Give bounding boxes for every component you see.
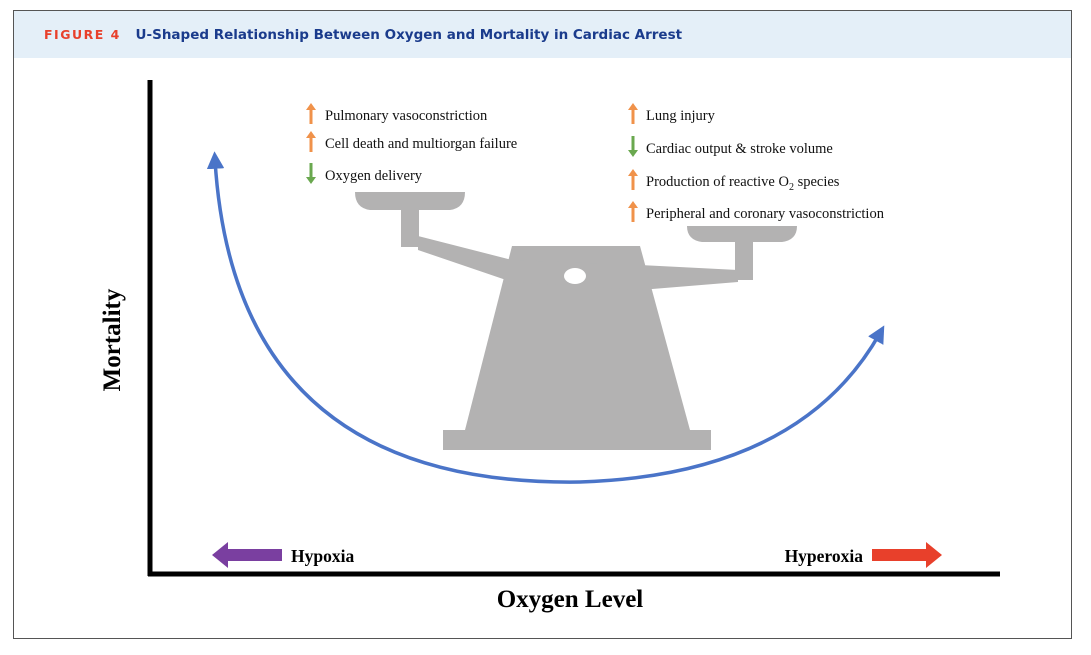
effect-label: Oxygen delivery	[325, 168, 423, 184]
effect-label: Pulmonary vasoconstriction	[325, 108, 488, 124]
increase-arrow-icon	[628, 169, 638, 190]
increase-arrow-icon	[306, 131, 316, 152]
scale-right-pan	[687, 226, 797, 242]
increase-arrow-icon	[628, 201, 638, 222]
effect-label: Production of reactive O2 species	[646, 174, 840, 193]
hypoxia-label: Hypoxia	[291, 546, 354, 566]
increase-arrow-icon	[306, 103, 316, 124]
hyperoxia-label: Hyperoxia	[785, 546, 864, 566]
x-axis-label: Oxygen Level	[497, 586, 644, 613]
decrease-arrow-icon	[628, 136, 638, 157]
effect-label: Lung injury	[646, 108, 716, 124]
effect-label: Cell death and multiorgan failure	[325, 136, 517, 152]
figure-label: FIGURE 4	[44, 27, 121, 42]
figure-title: U-Shaped Relationship Between Oxygen and…	[135, 27, 683, 43]
hypoxia-arrow-icon	[212, 542, 282, 568]
effect-label: Peripheral and coronary vasoconstriction	[646, 206, 885, 222]
scale-base	[443, 430, 711, 450]
balance-scale	[355, 192, 797, 450]
scale-right-stem	[735, 238, 753, 280]
effect-label: Cardiac output & stroke volume	[646, 141, 833, 157]
hyperoxia-arrow-icon	[872, 542, 942, 568]
scale-pivot-hole	[564, 268, 586, 284]
u-shaped-curve	[206, 151, 885, 484]
decrease-arrow-icon	[306, 163, 316, 184]
increase-arrow-icon	[628, 103, 638, 124]
figure-frame: FIGURE 4 U-Shaped Relationship Between O…	[13, 10, 1072, 639]
scale-left-pan	[355, 192, 465, 210]
scale-left-stem	[401, 205, 419, 247]
y-axis-label: Mortality	[99, 288, 126, 391]
figure-header: FIGURE 4 U-Shaped Relationship Between O…	[14, 11, 1071, 58]
